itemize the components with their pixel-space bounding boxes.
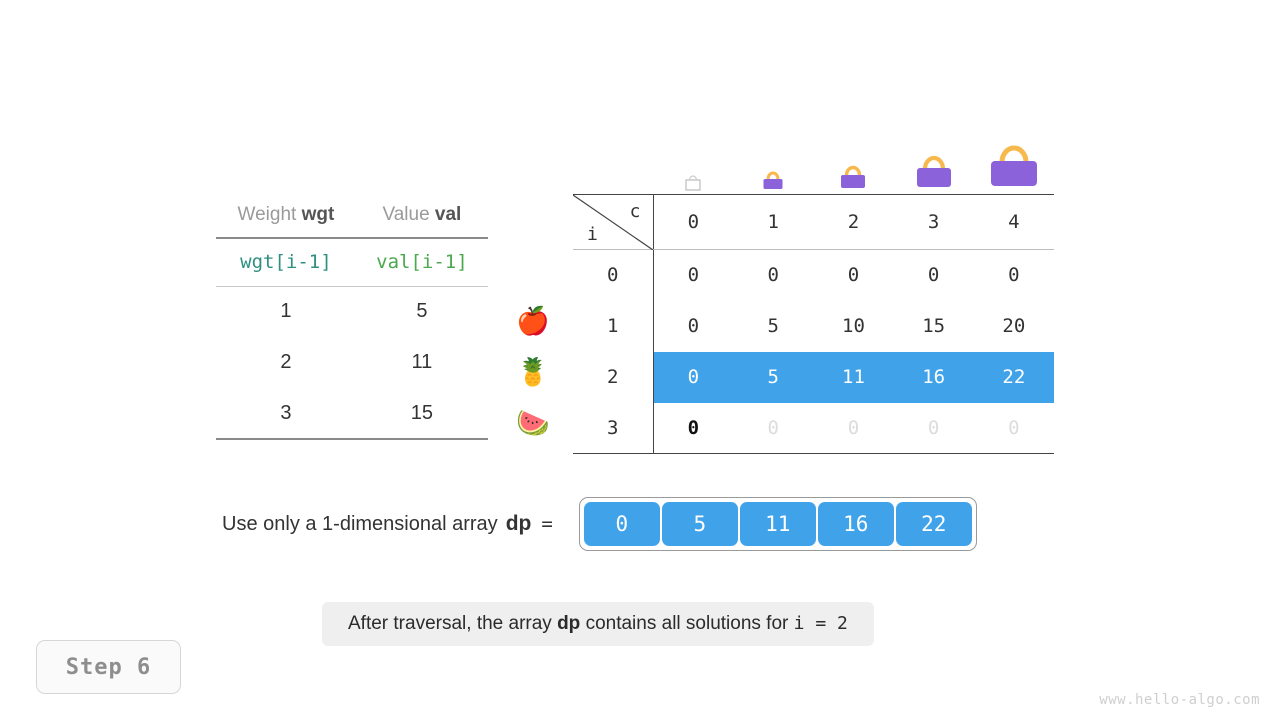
dp-cell-3-1: 0 — [733, 402, 814, 454]
bag-icon-3 — [894, 124, 974, 194]
bag-icon-1 — [733, 124, 813, 194]
items-table-row: 2 11 — [216, 337, 488, 388]
caption-bold-dp: dp — [557, 613, 581, 634]
item-value-1: 5 — [416, 300, 428, 323]
apple-icon: 🍎 — [516, 306, 550, 337]
dp-array-cell-4[interactable]: 22 — [895, 502, 972, 546]
dp-cell-2-1: 5 — [733, 351, 814, 403]
watermark: www.hello-algo.com — [1099, 692, 1260, 708]
item-weight-3: 3 — [216, 388, 356, 440]
items-table-header-weight: Weight wgt — [216, 193, 356, 239]
matrix-axis-corner: c i — [573, 194, 654, 250]
dp-cell-2-3: 16 — [893, 351, 974, 403]
dp-cell-0-1: 0 — [767, 264, 779, 287]
val-index-expression: val[i-1] — [355, 238, 488, 287]
dp-matrix-row: 0 0 0 0 0 0 — [573, 249, 1054, 301]
dp-cell-1-3: 15 — [922, 315, 946, 337]
dp-matrix-row: 3 0 0 0 0 0 — [573, 402, 1054, 454]
dp-matrix-table: c i 0 1 2 3 4 0 0 0 0 0 0 1 0 5 — [573, 194, 1054, 454]
dp-col-header-4: 4 — [973, 194, 1054, 250]
items-table-row: 3 15 — [216, 388, 488, 440]
bag-icon-4 — [974, 124, 1054, 194]
step-badge: Step 6 — [36, 640, 181, 694]
dp-array-cell-1[interactable]: 5 — [661, 502, 738, 546]
dp-row-header-0: 0 — [573, 249, 654, 301]
dp-array-label: Use only a 1-dimensional array dp = — [222, 497, 553, 551]
dp-cell-1-1: 5 — [767, 315, 779, 337]
watermelon-icon: 🍉 — [516, 408, 550, 439]
dp-col-header-2: 2 — [813, 194, 894, 250]
diagonal-divider-icon — [573, 195, 653, 250]
axis-label-item: i — [587, 224, 598, 245]
dp-array-section: Use only a 1-dimensional array dp = 0 5 11… — [222, 497, 977, 551]
dp-array-container: 0 5 11 16 22 — [578, 497, 977, 551]
item-value-2: 11 — [411, 351, 433, 373]
dp-col-header-0: 0 — [653, 194, 734, 250]
dp-row-header-3: 3 — [573, 402, 654, 454]
pineapple-icon: 🍍 — [516, 357, 550, 388]
dp-cell-2-2: 11 — [813, 351, 894, 403]
dp-matrix-row-highlighted: 2 0 5 11 16 22 — [573, 351, 1054, 403]
items-table: Weight wgt Value val wgt[i-1] val[i-1] 1… — [216, 193, 488, 440]
dp-cell-2-4: 22 — [973, 351, 1054, 403]
dp-array-equals: = — [541, 513, 553, 535]
dp-array-name: dp — [505, 512, 532, 535]
knapsack-capacity-icon-row — [573, 124, 1054, 194]
step-badge-label: Step 6 — [65, 654, 152, 680]
item-weight-2: 2 — [280, 351, 292, 373]
items-header-value-code: val — [434, 204, 462, 225]
dp-matrix: c i 0 1 2 3 4 0 0 0 0 0 0 1 0 5 — [573, 124, 1054, 454]
items-header-weight-prefix: Weight — [237, 204, 302, 225]
items-table-row: 1 5 — [216, 286, 488, 337]
dp-col-header-3: 3 — [893, 194, 974, 250]
items-table-header-row: Weight wgt Value val — [216, 193, 488, 239]
dp-cell-0-3: 0 — [927, 264, 940, 287]
dp-array-cell-0[interactable]: 0 — [583, 502, 660, 546]
dp-cell-3-2: 0 — [813, 402, 894, 454]
dp-array-cell-2[interactable]: 11 — [739, 502, 816, 546]
dp-cell-2-0: 0 — [653, 351, 734, 403]
dp-cell-1-2: 10 — [842, 315, 865, 337]
dp-array-cell-3[interactable]: 16 — [817, 502, 894, 546]
dp-matrix-header-row: c i 0 1 2 3 4 — [573, 194, 1054, 250]
items-header-value-prefix: Value — [382, 204, 435, 225]
dp-matrix-row: 1 0 5 10 15 20 — [573, 300, 1054, 352]
dp-cell-0-2: 0 — [847, 264, 860, 287]
items-table-header-value: Value val — [355, 193, 488, 239]
dp-array-label-text: Use only a 1-dimensional array — [222, 513, 498, 535]
items-table-code-row: wgt[i-1] val[i-1] — [216, 238, 488, 287]
dp-row-header-2: 2 — [573, 351, 654, 403]
caption-part-2: contains all solutions for — [580, 613, 794, 634]
caption-banner: After traversal, the array dp contains a… — [322, 602, 874, 646]
caption-part-1: After traversal, the array — [348, 613, 558, 634]
dp-cell-1-0: 0 — [687, 315, 700, 337]
dp-cell-0-0: 0 — [687, 264, 700, 287]
axis-label-capacity: c — [629, 201, 641, 222]
items-header-weight-code: wgt — [301, 204, 335, 225]
dp-cell-1-4: 20 — [1002, 315, 1026, 337]
dp-cell-3-4: 0 — [973, 402, 1054, 454]
item-weight-1: 1 — [280, 300, 292, 323]
bag-icon-2 — [813, 124, 893, 194]
dp-cell-3-0: 0 — [653, 402, 734, 454]
dp-cell-0-4: 0 — [1008, 264, 1020, 287]
bag-icon-empty — [653, 124, 733, 194]
item-value-3: 15 — [355, 388, 488, 440]
dp-col-header-1: 1 — [733, 194, 814, 250]
wgt-index-expression: wgt[i-1] — [216, 238, 356, 287]
dp-row-header-1: 1 — [573, 300, 654, 352]
dp-cell-3-3: 0 — [893, 402, 974, 454]
caption-mono-expression: i = 2 — [793, 613, 848, 634]
item-fruit-column: 🍎 🍍 🍉 — [508, 296, 558, 449]
